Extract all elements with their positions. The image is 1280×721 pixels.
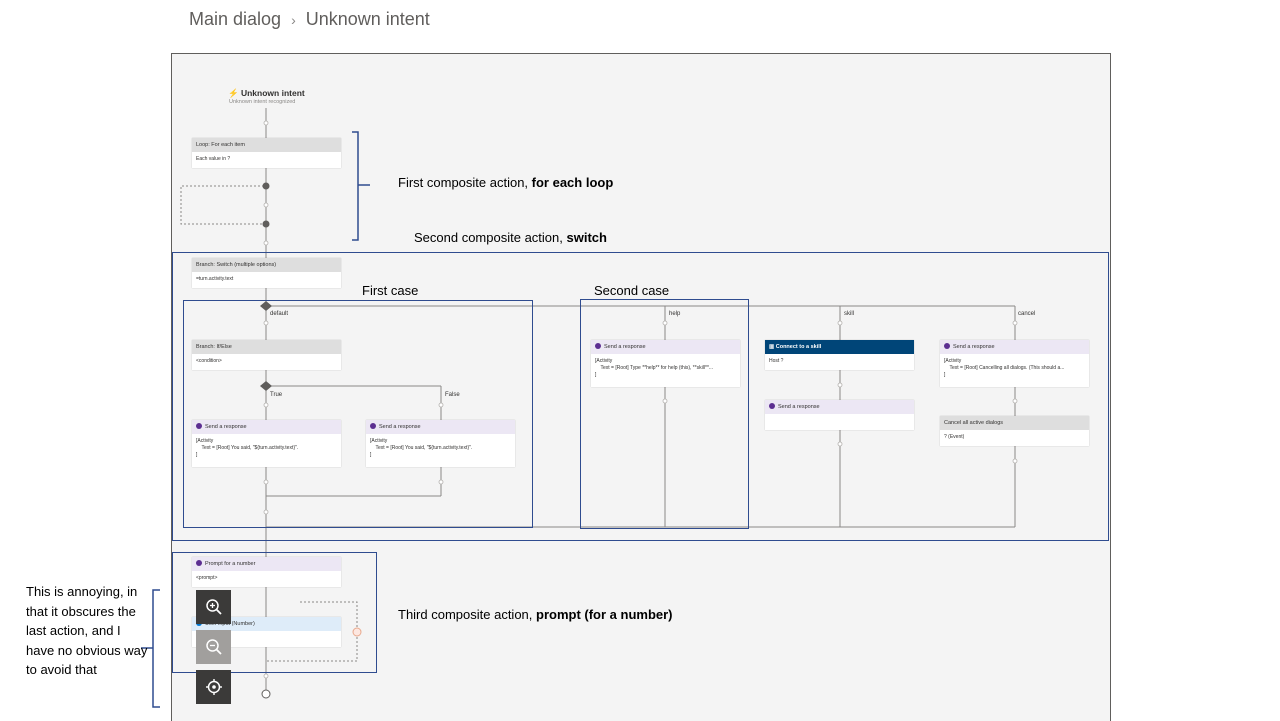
send-response-help-node[interactable]: Send a response [Activity Text = [Root] … bbox=[591, 340, 740, 387]
first-case-box bbox=[183, 300, 533, 528]
chat-icon bbox=[196, 423, 202, 429]
node-body: Host ? bbox=[769, 358, 784, 364]
ifelse-node[interactable]: Branch: If/Else <condition> bbox=[192, 340, 341, 370]
chat-icon bbox=[769, 403, 775, 409]
chat-icon bbox=[595, 343, 601, 349]
second-case-box bbox=[580, 299, 749, 529]
branch-label-help: help bbox=[669, 311, 681, 317]
send-response-skill-node[interactable]: Send a response bbox=[765, 400, 914, 430]
node-body: [Activity Text = [Root] Type **help** fo… bbox=[595, 358, 714, 378]
loop-node[interactable]: Loop: For each item Each value in ? bbox=[192, 138, 341, 168]
target-icon bbox=[205, 679, 222, 695]
node-header: User input (Number) bbox=[205, 621, 255, 627]
branch-label-default: default bbox=[270, 311, 289, 317]
node-body: ? (Event) bbox=[944, 434, 965, 440]
node-header: Prompt for a number bbox=[205, 561, 256, 567]
node-header: Branch: Switch (multiple options) bbox=[192, 258, 341, 272]
trigger-subtitle: Unknown intent recognized bbox=[229, 99, 296, 105]
node-body: <prompt> bbox=[196, 575, 218, 581]
chat-icon bbox=[370, 423, 376, 429]
node-body: =turn.activity.text bbox=[196, 276, 234, 282]
prompt-highlight-box bbox=[172, 552, 377, 673]
breadcrumb-separator: › bbox=[291, 11, 296, 28]
send-response-cancel-node[interactable]: Send a response [Activity Text = [Root] … bbox=[940, 340, 1089, 387]
branch-label-cancel: cancel bbox=[1018, 311, 1036, 317]
prompt-icon bbox=[196, 560, 202, 566]
switch-highlight-box bbox=[172, 252, 1109, 541]
annotation-first-case: First case bbox=[362, 283, 419, 298]
node-body: [Activity Text = [Root] Cancelling all d… bbox=[944, 358, 1065, 378]
switch-node[interactable]: Branch: Switch (multiple options) =turn.… bbox=[192, 258, 341, 288]
zoom-in-icon bbox=[205, 599, 222, 615]
trigger-title[interactable]: ⚡ Unknown intent bbox=[228, 88, 305, 98]
annotation-first: First composite action, for each loop bbox=[398, 175, 614, 190]
node-body: Each value in ? bbox=[196, 156, 231, 162]
send-response-true-node[interactable]: Send a response [Activity Text = [Root] … bbox=[192, 420, 341, 467]
branch-label-skill: skill bbox=[844, 311, 854, 317]
chat-icon bbox=[944, 343, 950, 349]
branch-label-false: False bbox=[445, 392, 460, 398]
breadcrumb: Main dialog › Unknown intent bbox=[189, 9, 430, 30]
zoom-in-button[interactable] bbox=[196, 590, 231, 624]
annotation-note: This is annoying, in that it obscures th… bbox=[26, 584, 148, 677]
annotation-second: Second composite action, switch bbox=[414, 230, 607, 245]
node-header: Connect to a skill bbox=[775, 344, 822, 350]
node-header: Send a response bbox=[379, 424, 421, 430]
lightning-icon: ⚡ bbox=[228, 88, 239, 98]
annotation-third: Third composite action, prompt (for a nu… bbox=[398, 607, 673, 622]
skill-icon: ▥ bbox=[769, 344, 776, 350]
node-header: Loop: For each item bbox=[192, 138, 341, 152]
node-header: Branch: If/Else bbox=[192, 340, 341, 354]
zoom-out-button[interactable] bbox=[196, 630, 231, 664]
node-header: Send a response bbox=[604, 344, 646, 350]
connect-skill-node[interactable]: ▥ Connect to a skill Host ? bbox=[765, 340, 914, 370]
node-body: [Activity Text = [Root] You said, "${tur… bbox=[370, 438, 473, 458]
send-response-false-node[interactable]: Send a response [Activity Text = [Root] … bbox=[366, 420, 515, 467]
node-body: [Activity Text = [Root] You said, "${tur… bbox=[196, 438, 299, 458]
cancel-dialogs-node[interactable]: Cancel all active dialogs ? (Event) bbox=[940, 416, 1089, 446]
node-header: Send a response bbox=[953, 344, 995, 350]
zoom-out-icon bbox=[205, 639, 222, 655]
branch-label-true: True bbox=[270, 392, 283, 398]
recenter-button[interactable] bbox=[196, 670, 231, 704]
node-body: <condition> bbox=[196, 358, 222, 364]
node-header: Send a response bbox=[778, 404, 820, 410]
breadcrumb-parent[interactable]: Main dialog bbox=[189, 9, 282, 29]
annotation-second-case: Second case bbox=[594, 283, 670, 298]
node-header: Cancel all active dialogs bbox=[940, 416, 1089, 430]
prompt-node[interactable]: Prompt for a number <prompt> bbox=[192, 557, 341, 587]
node-header: Send a response bbox=[205, 424, 247, 430]
breadcrumb-current: Unknown intent bbox=[305, 9, 430, 29]
